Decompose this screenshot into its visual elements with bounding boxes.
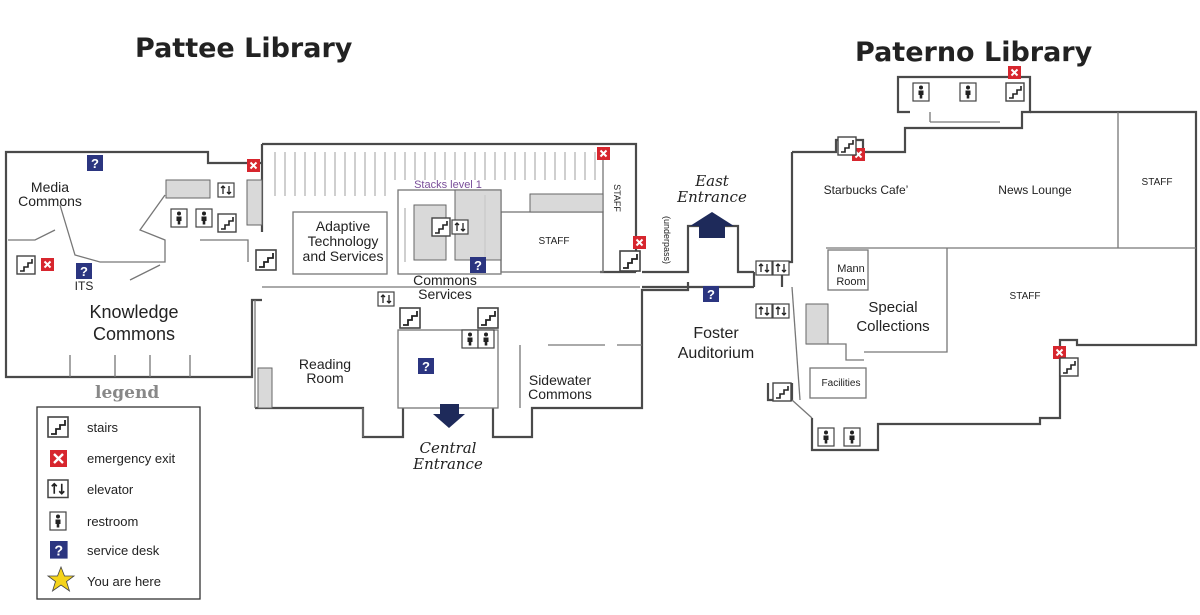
central-entrance-arrow (433, 404, 465, 428)
restroom-icon (817, 427, 835, 447)
restroom-icon (477, 329, 495, 349)
sidewater-label-2: Commons (528, 386, 592, 402)
restroom-icon (959, 82, 977, 102)
service-desk-icon[interactable] (76, 263, 92, 279)
emergency-exit-icon-mark (53, 453, 64, 464)
foster-label-2: Auditorium (678, 345, 754, 362)
restroom-icon (195, 208, 213, 228)
east-entrance-label-2: Entrance (676, 188, 747, 206)
elevator-icon (755, 260, 773, 276)
stairs-icon (1005, 82, 1025, 102)
reading-room-label-2: Room (306, 370, 343, 386)
stairs-icon (477, 307, 499, 329)
emergency-exit-icon (632, 235, 647, 250)
stacks-level-label: Stacks level 1 (414, 179, 482, 191)
stairs-icon (772, 382, 792, 402)
mann-room-label-1: Mann (837, 263, 865, 275)
paterno-walls (642, 75, 1198, 452)
special-collections-label-1: Special (868, 299, 917, 316)
stacks-shelves (274, 152, 596, 262)
restroom-icon (170, 208, 188, 228)
legend-label-restroom: restroom (87, 514, 138, 529)
stairs-icon (837, 136, 857, 156)
restroom-icon (843, 427, 861, 447)
pattee-walls (4, 142, 756, 439)
central-entrance-label-1: Central (420, 439, 477, 457)
reading-room-label-1: Reading (299, 356, 351, 372)
adaptive-label-3: and Services (303, 248, 384, 264)
knowledge-commons-label-2: Commons (93, 324, 175, 344)
staff-right-label: STAFF (1010, 291, 1041, 302)
special-collections-label-2: Collections (856, 318, 929, 335)
legend-label-you-are-here: You are here (87, 574, 161, 589)
legend-label-service-desk: service desk (87, 543, 160, 558)
commons-services-label-2: Services (418, 286, 472, 302)
staff-vertical-label: STAFF (612, 184, 622, 212)
mann-room-label-2: Room (836, 276, 865, 288)
underpass-label: (underpass) (662, 216, 672, 264)
you-are-here-icon (46, 565, 76, 593)
starbucks-label: Starbucks Cafe’ (824, 183, 909, 197)
elevator-icon (377, 291, 395, 307)
elevator-icon (451, 219, 469, 235)
emergency-exit-icon (596, 146, 611, 161)
central-entrance-label-2: Entrance (412, 455, 483, 473)
service-desk-icon (50, 541, 68, 560)
adaptive-label-2: Technology (308, 233, 379, 249)
pattee-library-title: Pattee Library (135, 33, 353, 64)
legend-label-stairs: stairs (87, 420, 119, 435)
knowledge-commons-label-1: Knowledge (89, 302, 178, 322)
emergency-exit-icon (1052, 345, 1067, 360)
staff-room-label: STAFF (539, 236, 570, 247)
restroom-icon (49, 511, 67, 531)
elevator-icon (755, 303, 773, 319)
legend-box (36, 406, 201, 600)
service-desk-icon[interactable] (470, 257, 486, 273)
east-entrance-arrow (690, 212, 734, 238)
stairs-icon (217, 213, 237, 233)
elevator-icon (772, 260, 790, 276)
stairs-icon (619, 250, 641, 272)
paterno-library-title: Paterno Library (855, 37, 1093, 68)
facilities-label: Facilities (822, 378, 861, 389)
legend-title: legend (95, 383, 159, 403)
news-lounge-label: News Lounge (998, 183, 1072, 197)
service-desk-icon[interactable] (703, 286, 719, 302)
legend-label-exit: emergency exit (87, 451, 176, 466)
service-desk-icon[interactable] (87, 155, 103, 171)
elevator-icon (772, 303, 790, 319)
restroom-icon (912, 82, 930, 102)
stairs-icon (16, 255, 36, 275)
adaptive-label-1: Adaptive (316, 218, 371, 234)
media-commons-label-2: Commons (18, 193, 82, 209)
stairs-icon (399, 307, 421, 329)
service-desk-icon[interactable] (418, 358, 434, 374)
staff-right-top-label: STAFF (1142, 177, 1173, 188)
its-label: ITS (75, 279, 94, 293)
stairs-icon (255, 249, 277, 271)
emergency-exit-icon (1007, 65, 1022, 80)
emergency-exit-icon (246, 158, 261, 173)
sidewater-label-1: Sidewater (529, 372, 592, 388)
legend-label-elevator: elevator (87, 482, 134, 497)
stairs-icon (1059, 357, 1079, 377)
restroom-icon (461, 329, 479, 349)
elevator-icon (217, 182, 235, 198)
commons-services-label-1: Commons (413, 272, 477, 288)
elevator-icon (47, 479, 69, 499)
media-commons-label-1: Media (31, 179, 69, 195)
east-entrance-label-1: East (694, 172, 730, 190)
stairs-icon (47, 416, 69, 438)
foster-label-1: Foster (693, 325, 739, 342)
emergency-exit-icon (40, 257, 55, 272)
stairs-icon (431, 217, 451, 237)
